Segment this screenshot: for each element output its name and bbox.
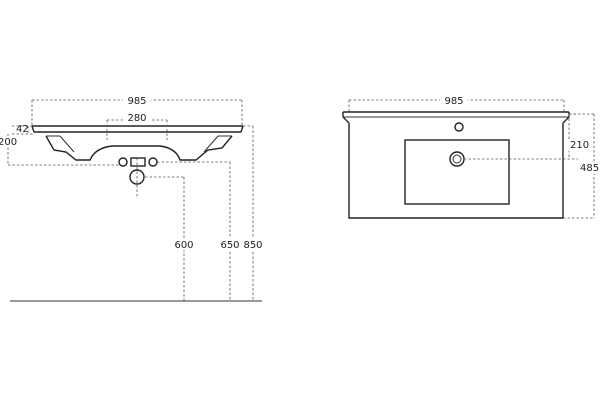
drain-offset-label: 210: [570, 140, 589, 151]
depth-dimension: 485: [563, 113, 600, 219]
trap-height-dimension: 600: [145, 176, 196, 301]
side-width-label: 985: [127, 96, 146, 107]
bowl-depth-label: 200: [0, 137, 17, 148]
rim-thickness-label: 42: [16, 124, 29, 135]
rim-thickness-dimension: 42: [12, 124, 34, 135]
drain-offset-dimension: 210: [464, 113, 590, 160]
top-view: 985 210 485: [342, 94, 600, 219]
basin-bowl: [404, 139, 510, 205]
waste-height-label: 650: [220, 240, 239, 251]
rim-height-dimension: 850: [241, 125, 265, 301]
bowl-depth-dimension: 200: [0, 134, 120, 166]
top-width-label: 985: [444, 96, 463, 107]
waste-fittings: [118, 157, 158, 198]
rim-height-label: 850: [243, 240, 262, 251]
waste-height-dimension: 650: [157, 161, 242, 301]
tap-spacing-dimension: 280: [106, 112, 168, 140]
drain-inner-icon: [452, 154, 462, 164]
top-width-dimension: 985: [348, 94, 565, 112]
side-view: 985 280 42 200 600: [0, 94, 265, 302]
tap-hole-icon: [454, 122, 464, 132]
depth-label: 485: [580, 163, 599, 174]
basin-profile: [31, 125, 244, 161]
side-width-dimension: 985: [31, 94, 243, 126]
drain-icon: [449, 151, 465, 167]
trap-icon: [129, 169, 145, 185]
tap-spacing-label: 280: [127, 113, 146, 124]
basin-outline: [342, 111, 570, 219]
trap-height-label: 600: [174, 240, 193, 251]
